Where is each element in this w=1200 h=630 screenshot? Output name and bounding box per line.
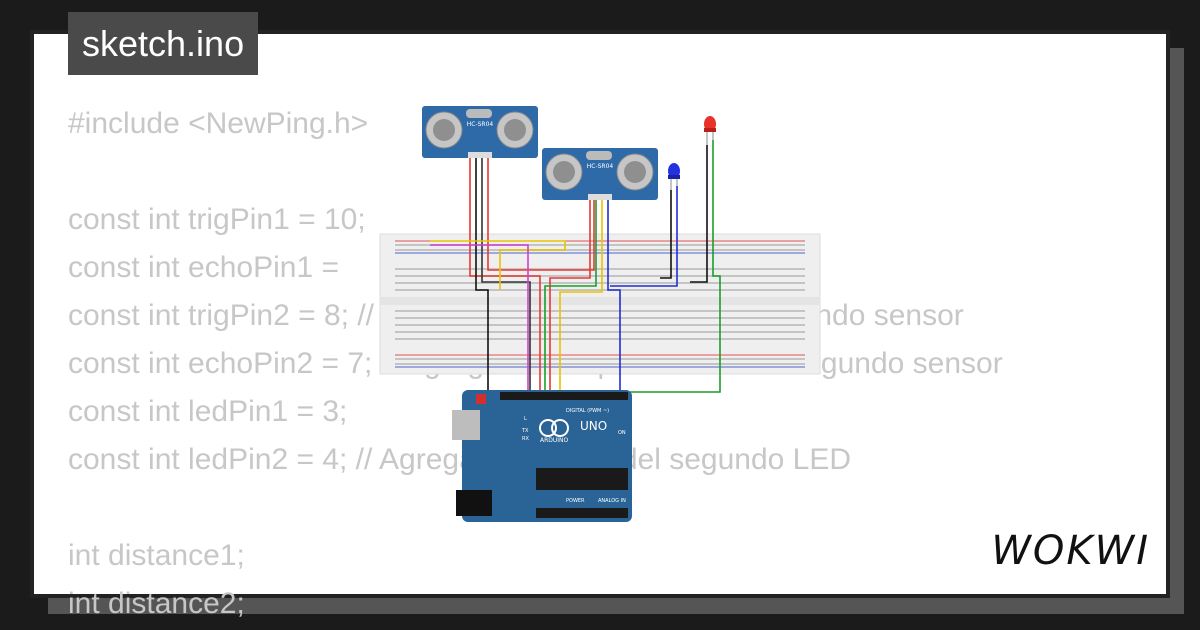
blue-led bbox=[668, 163, 680, 190]
sensor1-label: HC-SR04 bbox=[467, 121, 494, 128]
power-label: POWER bbox=[566, 498, 585, 504]
wires bbox=[430, 140, 721, 520]
tx-label: TX bbox=[521, 428, 529, 434]
code-line: int distance2; bbox=[68, 587, 245, 620]
code-line: const int echoPin1 = bbox=[68, 251, 348, 284]
code-line: int distance1; bbox=[68, 539, 245, 572]
ultrasonic-sensor-1: HC-SR04 bbox=[422, 106, 538, 158]
file-title-tab: sketch.ino bbox=[68, 12, 259, 75]
board-model-label: UNO bbox=[580, 419, 607, 433]
ultrasonic-sensor-2: HC-SR04 bbox=[542, 148, 658, 200]
red-led bbox=[704, 116, 716, 145]
rx-label: RX bbox=[522, 436, 529, 442]
digital-label: DIGITAL (PWM ~) bbox=[566, 408, 609, 414]
code-line: const int ledPin1 = 3; bbox=[68, 395, 348, 428]
arduino-uno-board: UNO ARDUINO DIGITAL (PWM ~) ON TX RX L P… bbox=[452, 390, 632, 522]
board-brand-label: ARDUINO bbox=[540, 437, 569, 444]
sensor2-label: HC-SR04 bbox=[587, 163, 614, 170]
wokwi-logo: WOKWI bbox=[991, 528, 1150, 574]
on-label: ON bbox=[618, 430, 626, 436]
l-label: L bbox=[524, 416, 527, 422]
code-line: #include <NewPing.h> bbox=[68, 107, 369, 140]
analog-label: ANALOG IN bbox=[598, 498, 626, 504]
code-line: const int trigPin1 = 10; bbox=[68, 203, 366, 236]
breadboard bbox=[379, 233, 821, 375]
